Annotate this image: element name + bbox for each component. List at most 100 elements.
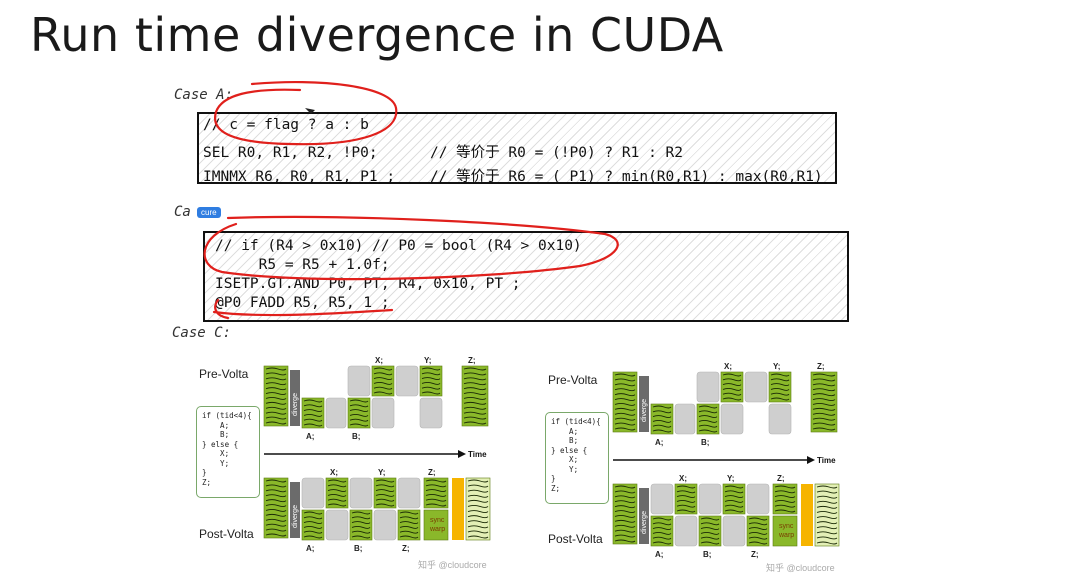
fig2-post-warp-x-thread — [676, 499, 696, 503]
fig1-pre-warp-y-thread — [421, 367, 441, 371]
fig2-pre-warp-a-thread — [652, 424, 672, 428]
fig1-post-warp-y-thread — [375, 489, 395, 493]
fig1-pre-warp-b-thread — [349, 413, 369, 417]
fig2-post-warp-z1-thread — [748, 531, 768, 535]
fig2-post-warp-x-thread — [676, 509, 696, 513]
fig2-pre-label-y: Y; — [773, 362, 780, 371]
fig2-pre-warp-a-thread — [652, 405, 672, 409]
fig1-post-warp-b — [349, 509, 373, 541]
fig2-pre-idle-y — [768, 403, 792, 435]
fig1-watermark: 知乎 @cloudcore — [418, 560, 487, 570]
fig1-pre-warp-b-thread — [349, 404, 369, 408]
fig2-post-warp-b-thread — [700, 527, 720, 531]
fig1-post-warp-z2-thread — [425, 489, 447, 493]
fig2-pre-warp-start-thread — [614, 398, 636, 401]
fig2-post-warp-a — [650, 515, 674, 547]
fig2-post-warp-x-thread — [676, 490, 696, 494]
fig2-post-warp-start-thread — [614, 515, 636, 518]
fig1-pre-warp-x-thread — [373, 381, 393, 385]
fig2-post-warp-a-thread — [652, 522, 672, 526]
fig1-post-warp-y-thread — [375, 503, 395, 507]
fig2-post-warp-after-thread — [816, 505, 838, 509]
fig2-post-sync-text-1: sync — [779, 523, 794, 530]
fig1-post-warp-z2-thread — [425, 498, 447, 502]
fig2-pre-warp-a-thread — [652, 419, 672, 423]
fig2-pre-warp-x-thread — [722, 373, 742, 377]
fig2-post-warp-y-thread — [724, 495, 744, 499]
fig1-pre-warp-b — [347, 397, 371, 429]
fig2-pre-warp-a-thread — [652, 429, 672, 433]
fig2-post-warp-x-thread — [676, 495, 696, 499]
fig1-post-warp-after-thread — [467, 535, 489, 539]
fig1-post-diverge-bar — [290, 482, 300, 538]
fig1-pre-diverge-text: diverge — [292, 393, 299, 416]
fig1-pre-label-z: Z; — [468, 356, 476, 365]
fig1-post-warp-start-thread — [265, 489, 287, 493]
fig2-post-idle-1 — [650, 483, 674, 515]
fig2-pre-warp-b-thread — [698, 429, 718, 433]
fig1-post-warp-b-thread — [351, 530, 371, 534]
fig1-pre-warp-a-thread — [303, 413, 323, 417]
fig2-post-label-y: Y; — [727, 474, 734, 483]
fig1-post-warp-after — [465, 477, 491, 541]
fig2-post-warp-start-thread — [614, 490, 636, 494]
fig1-post-warp-z3 — [423, 509, 449, 541]
fig1-post-warp-z1-thread — [399, 516, 419, 520]
fig2-pre-warp-start — [612, 371, 638, 433]
fig2-post-warp-after-thread — [816, 531, 838, 535]
fig2-post-warp-z1-thread — [748, 517, 768, 521]
fig2-time-label: Time — [817, 456, 836, 465]
fig1-post-warp-z2-thread — [425, 484, 447, 488]
fig1-post-warp-a — [301, 509, 325, 541]
fig1-post-warp-after-thread — [467, 530, 489, 534]
fig1-pre-label-y: Y; — [424, 356, 431, 365]
fig2-post-warp-b-thread — [700, 517, 720, 521]
fig1-pre-warp-a-thread — [303, 418, 323, 422]
fig1-pre-warp-z-thread — [463, 367, 487, 371]
fig1-pre-warp-y-thread — [421, 391, 441, 395]
fig2-pre-warp-start-thread — [614, 403, 636, 406]
fig1-post-warp-y-thread — [375, 493, 395, 497]
case-c-label: Case C: — [172, 325, 232, 341]
case-b-line-1: // if (R4 > 0x10) // P0 = bool (R4 > 0x1… — [215, 238, 582, 254]
fig2-pre-volta-label: Pre-Volta — [548, 373, 598, 387]
fig2-post-warp-z1-thread — [748, 522, 768, 526]
fig2-pre-warp-b-thread — [698, 419, 718, 423]
fig2-pre-warp-z-thread — [812, 417, 836, 421]
fig1-pre-warp-start-thread — [265, 367, 287, 371]
fig1-pre-warp-z-thread — [463, 392, 487, 395]
fig2-post-warp-a-thread — [652, 531, 672, 535]
fig2-pre-warp-b-thread — [698, 410, 718, 414]
fig1-pre-warp-start-thread — [265, 397, 287, 400]
fig1-pre-warp-y-thread — [421, 372, 441, 376]
fig1-post-sync-text-2: warp — [429, 526, 445, 533]
fig2-post-warp-b-thread — [700, 541, 720, 545]
case-b-circle — [203, 215, 619, 281]
fig2-post-idle-4 — [722, 515, 746, 547]
fig2-pre-warp-y-thread — [770, 397, 790, 401]
fig2-pre-label-b: B; — [701, 438, 709, 447]
fig1-post-label-x: X; — [330, 468, 338, 477]
fig1-post-warp-z1-thread — [399, 511, 419, 515]
fig1-post-warp-z2-thread — [425, 479, 447, 483]
fig2-pre-warp-z-thread — [812, 378, 836, 382]
fig1-post-warp-start-thread — [265, 523, 287, 527]
fig1-post-warp-after-thread — [467, 489, 489, 493]
fig1-pre-warp-a-thread — [303, 423, 323, 427]
fig1-pre-warp-a-thread — [303, 399, 323, 403]
fig2-pre-warp-z-thread — [812, 398, 836, 401]
fig1-post-warp-after-thread — [467, 494, 489, 498]
fig2-pre-warp-b-thread — [698, 405, 718, 409]
fig2-post-warp-y-thread — [724, 509, 744, 513]
fig1-post-warp-y — [373, 477, 397, 509]
fig1-pre-idle-a — [325, 397, 347, 429]
fig1-post-warp-after-thread — [467, 484, 489, 488]
fig2-pre-warp-a-thread — [652, 415, 672, 419]
fig1-post-warp-after-thread — [467, 520, 489, 524]
case-a-circle — [213, 80, 398, 146]
cure-badge[interactable]: cure — [197, 207, 221, 218]
fig2-pre-warp-x-thread — [722, 392, 742, 396]
fig2-pre-warp-z-thread — [812, 422, 836, 426]
fig2-pre-warp-start-thread — [614, 378, 636, 382]
